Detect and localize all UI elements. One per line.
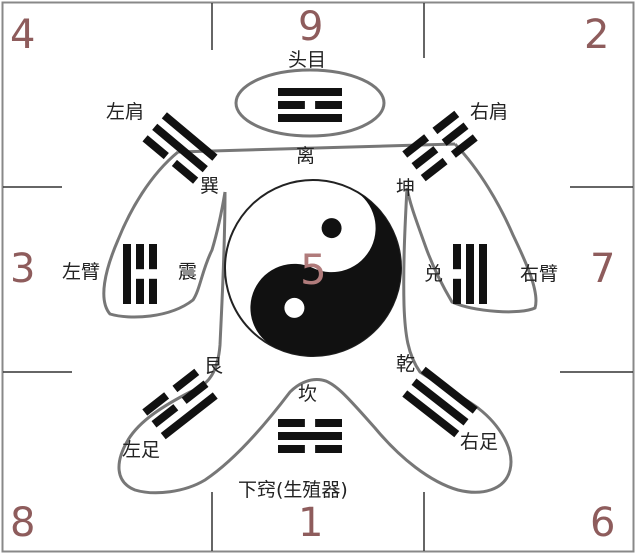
- yin-line-segment: [402, 134, 430, 158]
- yin-line-segment: [278, 101, 305, 109]
- trigram-label-zhen: 震: [178, 261, 197, 283]
- trigram-label-qian: 乾: [396, 353, 415, 375]
- taiji-dot-white: [284, 297, 305, 318]
- trigram-zhen: [123, 244, 157, 305]
- yin-line-segment: [420, 157, 448, 182]
- trigram-kun: [402, 110, 478, 182]
- label-right-shoulder: 右肩: [470, 101, 508, 123]
- right-arm-outline: [405, 142, 538, 314]
- yin-line-segment: [149, 244, 157, 270]
- trigram-layer: [123, 88, 487, 453]
- yin-line-segment: [149, 278, 157, 305]
- trigram-label-dui: 兑: [424, 263, 443, 285]
- yin-line-segment: [432, 110, 460, 135]
- yang-line: [402, 390, 460, 438]
- yin-line-segment: [453, 244, 461, 270]
- trigram-label-kan: 坎: [298, 383, 317, 405]
- trigram-label-kun: 坤: [396, 177, 415, 199]
- yin-line-segment: [315, 445, 342, 453]
- yin-line-segment: [278, 419, 305, 427]
- square-number-mid-left: 3: [10, 246, 35, 292]
- taiji-dot-black: [321, 218, 342, 239]
- square-number-bottom-left: 8: [10, 500, 35, 546]
- yin-line-segment: [136, 244, 144, 270]
- yin-line-segment: [441, 122, 469, 146]
- taiji-symbol: [224, 179, 402, 357]
- yang-line: [278, 88, 342, 96]
- trigram-label-gen: 艮: [204, 355, 223, 377]
- head-outline: [234, 68, 386, 138]
- trigram-gen: [142, 368, 218, 440]
- label-left-shoulder: 左肩: [106, 101, 144, 123]
- yin-line-segment: [315, 419, 342, 427]
- yin-line-segment: [151, 404, 179, 428]
- square-number-bottom-right: 6: [590, 500, 615, 546]
- trigram-label-li: 离: [296, 145, 315, 167]
- yin-line-segment: [453, 278, 461, 305]
- yin-line-segment: [450, 134, 478, 158]
- label-lower-orifice: 下窍(生殖器): [238, 479, 348, 501]
- yin-line-segment: [278, 445, 305, 453]
- label-left-arm: 左臂: [62, 261, 100, 283]
- shoulder-line: [177, 142, 456, 154]
- square-number-mid-right: 7: [590, 246, 615, 292]
- yang-line: [466, 244, 474, 304]
- trigram-li: [278, 88, 342, 122]
- square-number-top-right: 2: [584, 12, 609, 58]
- label-left-foot: 左足: [122, 439, 160, 461]
- yin-line-segment: [172, 368, 200, 393]
- square-number-center: 5: [300, 245, 327, 294]
- yin-line-segment: [142, 135, 169, 160]
- yang-line: [420, 366, 478, 414]
- square-number-top-center: 9: [298, 4, 323, 50]
- label-right-arm: 右臂: [520, 263, 558, 285]
- square-number-bottom-center: 1: [298, 500, 323, 546]
- square-number-top-left: 4: [10, 12, 35, 58]
- trigram-qian: [402, 366, 478, 438]
- yang-line: [161, 112, 218, 161]
- trigram-dui: [453, 244, 487, 305]
- trigram-xun: [142, 112, 218, 184]
- yin-line-segment: [136, 278, 144, 305]
- yin-line-segment: [181, 380, 209, 404]
- yang-line: [278, 432, 342, 440]
- yin-line-segment: [315, 101, 342, 109]
- yin-line-segment: [411, 146, 439, 170]
- yang-line: [479, 244, 487, 304]
- lo-shu-grid: [3, 3, 633, 551]
- label-right-foot: 右足: [460, 431, 498, 453]
- yang-line: [278, 114, 342, 122]
- yin-line-segment: [142, 392, 170, 416]
- yang-line: [160, 392, 218, 440]
- trigram-kan: [278, 419, 342, 453]
- label-head: 头目: [288, 49, 326, 71]
- left-arm-outline: [102, 150, 227, 319]
- yang-line: [411, 378, 469, 426]
- yang-line: [152, 123, 208, 173]
- yang-line: [123, 244, 131, 304]
- yin-line-segment: [171, 159, 199, 184]
- trigram-label-xun: 巽: [200, 175, 219, 197]
